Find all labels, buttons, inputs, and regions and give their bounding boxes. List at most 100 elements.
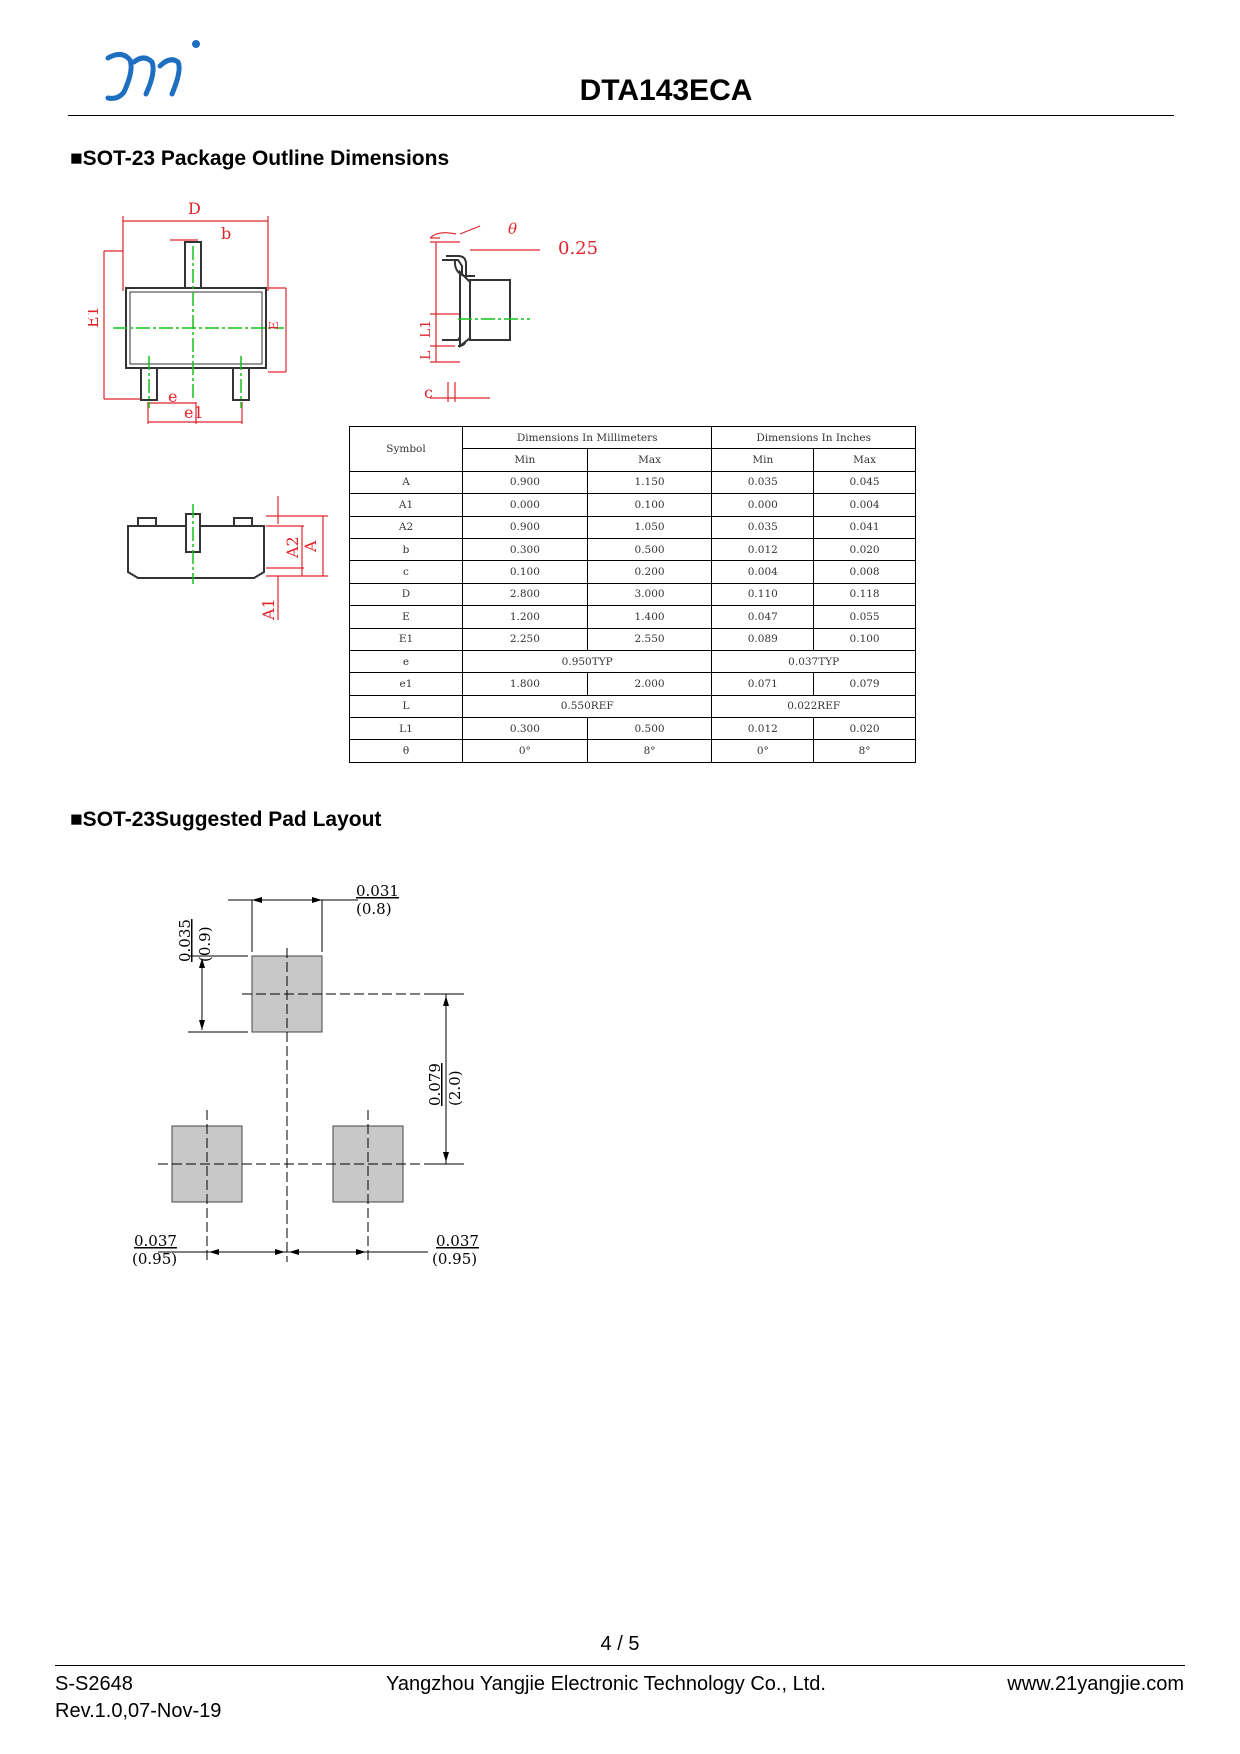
label-b: b xyxy=(221,224,231,243)
header-in-max: Max xyxy=(813,448,916,472)
side-view-drawing: θ 0.25 L1 L c xyxy=(420,222,598,402)
table-cell-symbol: E xyxy=(349,605,463,629)
company-logo xyxy=(105,40,200,101)
table-cell-value: 1.050 xyxy=(586,515,713,539)
footer-website-link[interactable]: www.21yangjie.com xyxy=(1007,1673,1184,1695)
table-cell-value: 0.037TYP xyxy=(711,649,916,674)
header-mm-min: Min xyxy=(462,448,588,472)
label-A: A xyxy=(301,540,320,553)
table-cell-value: 0.012 xyxy=(711,537,815,562)
header-millimeters: Dimensions In Millimeters xyxy=(461,425,713,450)
table-cell-value: 8° xyxy=(813,739,916,763)
label-025: 0.25 xyxy=(558,238,598,259)
table-cell-value: 0.900 xyxy=(462,515,588,539)
table-cell-value: 0.500 xyxy=(586,717,713,741)
table-cell-symbol: c xyxy=(349,560,463,584)
table-cell-value: 1.200 xyxy=(462,605,588,629)
table-cell-value: 0.047 xyxy=(711,605,815,629)
label-e1: e1 xyxy=(184,403,204,422)
label-e: e xyxy=(168,387,177,406)
table-cell-value: 0.055 xyxy=(813,605,916,629)
table-cell-symbol: A1 xyxy=(349,493,463,517)
table-cell-value: 0.900 xyxy=(462,470,588,495)
label-theta: θ xyxy=(508,222,517,238)
table-cell-value: 0.012 xyxy=(711,717,815,741)
table-cell-value: 0.200 xyxy=(586,560,713,584)
table-cell-value: 0.004 xyxy=(813,493,916,517)
pad-pitch-in: 0.079 xyxy=(426,1063,444,1106)
pad-width-mm: (0.9) xyxy=(196,926,214,962)
table-cell-value: 0.118 xyxy=(813,582,916,607)
table-cell-value: 0.079 xyxy=(813,672,916,696)
table-cell-value: 0.300 xyxy=(462,717,588,741)
table-cell-value: 0.071 xyxy=(711,672,815,696)
label-A2: A2 xyxy=(283,536,302,559)
table-cell-value: 0.035 xyxy=(711,515,815,539)
footer-doc-code: S-S2648 xyxy=(55,1673,133,1695)
table-cell-symbol: e1 xyxy=(349,672,463,696)
table-cell-value: 1.400 xyxy=(586,605,713,629)
header-symbol: Symbol xyxy=(349,426,463,472)
table-cell-value: 2.000 xyxy=(586,672,713,696)
table-cell-value: 0.500 xyxy=(586,537,713,562)
table-cell-value: 0° xyxy=(711,739,815,763)
pad-left-in: 0.037 xyxy=(134,1232,177,1250)
table-cell-value: 0.950TYP xyxy=(461,649,713,674)
label-A1: A1 xyxy=(259,598,278,621)
table-cell-value: 0.100 xyxy=(586,493,713,517)
table-cell-value: 0° xyxy=(462,739,588,763)
pad-width-in: 0.035 xyxy=(176,919,194,962)
table-cell-value: 0.008 xyxy=(813,560,916,584)
table-cell-value: 0.300 xyxy=(462,537,588,562)
table-cell-value: 2.550 xyxy=(586,627,713,651)
table-cell-symbol: A xyxy=(349,470,463,495)
pad-right-in: 0.037 xyxy=(436,1232,479,1250)
pad-pitch-mm: (2.0) xyxy=(446,1070,464,1106)
table-cell-value: 0.035 xyxy=(711,470,815,495)
label-D: D xyxy=(188,199,201,218)
table-cell-symbol: E1 xyxy=(349,627,463,651)
document-title: DTA143ECA xyxy=(579,74,753,107)
pad-top-mm: (0.8) xyxy=(356,900,392,918)
table-cell-value: 0.041 xyxy=(813,515,916,539)
table-cell-value: 0.020 xyxy=(813,537,916,562)
front-view-drawing: A A2 A1 xyxy=(127,496,328,621)
header-rule xyxy=(68,115,1174,116)
table-cell-symbol: e xyxy=(349,649,463,674)
table-cell-value: 1.800 xyxy=(462,672,588,696)
header-inches: Dimensions In Inches xyxy=(711,425,916,450)
table-cell-symbol: b xyxy=(349,537,463,562)
dimension-table: Symbol Dimensions In Millimeters Dimensi… xyxy=(349,425,916,763)
table-cell-value: 0.020 xyxy=(813,717,916,741)
footer-revision: Rev.1.0,07-Nov-19 xyxy=(55,1700,222,1722)
label-E1: E1 xyxy=(88,306,102,328)
footer-rule xyxy=(55,1665,1185,1666)
table-cell-symbol: D xyxy=(349,582,463,607)
table-cell-value: 2.800 xyxy=(462,582,588,607)
table-cell-value: 0.100 xyxy=(813,627,916,651)
footer-company: Yangzhou Yangjie Electronic Technology C… xyxy=(386,1673,826,1695)
table-cell-symbol: L xyxy=(349,694,463,719)
pad-left-mm: (0.95) xyxy=(132,1250,177,1268)
table-cell-value: 0.045 xyxy=(813,470,916,495)
table-cell-value: 8° xyxy=(586,739,713,763)
pad-layout-drawing: 0.035 (0.9) 0.031 (0.8) 0.079 (2.0) 0.03… xyxy=(132,882,479,1268)
table-cell-value: 3.000 xyxy=(586,582,713,607)
pad-section-title: ■SOT-23Suggested Pad Layout xyxy=(70,808,382,831)
table-cell-value: 0.550REF xyxy=(461,694,713,719)
pad-top-in: 0.031 xyxy=(356,882,399,900)
table-cell-value: 1.150 xyxy=(586,470,713,495)
table-cell-value: 0.004 xyxy=(711,560,815,584)
top-view-drawing: D b E1 E e e1 xyxy=(88,199,287,424)
label-E: E xyxy=(267,321,281,330)
table-subheader-row: Min Max Min Max xyxy=(350,448,916,472)
table-cell-value: 0.110 xyxy=(711,582,815,607)
